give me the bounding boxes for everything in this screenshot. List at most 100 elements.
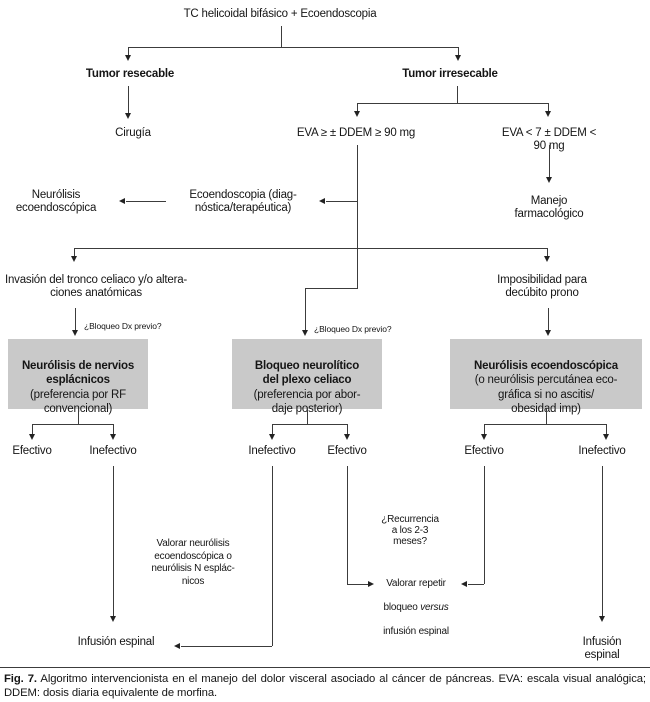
line-to-invasion: [74, 248, 75, 257]
node-eva-baja: EVA < 7 ± DDEM < 90 mg: [501, 127, 597, 152]
arrow-to-neurolisis-eco: [119, 198, 125, 204]
caption-divider: [0, 667, 650, 668]
figure-caption-label: Fig. 7.: [4, 673, 37, 685]
box-neurolisis-esplacnicos: Neurólisis de nervios esplácnicos(prefer…: [8, 339, 148, 415]
line-box2-split: [272, 424, 347, 425]
outcome-inefectivo-1: Inefectivo: [89, 445, 137, 457]
line-to-neurolisis-eco: [126, 201, 166, 202]
line-box1-stem: [78, 409, 79, 424]
line-inefectivo1-down: [113, 466, 114, 617]
arrow-to-infusion-der: [599, 616, 605, 622]
arrow-box1-right: [110, 434, 116, 440]
line-box3-left: [484, 424, 485, 435]
note-line: bloqueo versus: [383, 602, 449, 614]
node-tumor-irresecable: Tumor irresecable: [402, 68, 498, 80]
outcome-inefectivo-2: Inefectivo: [248, 445, 296, 457]
line-to-box-esplacnicos: [75, 308, 76, 331]
arrow-to-eva-alta: [354, 111, 360, 117]
arrow-efectivo2-to-valorar: [368, 581, 374, 587]
figure-caption: Fig. 7. Algoritmo intervencionista en el…: [4, 672, 646, 700]
box-title: Bloqueo neurolítico del plexo celiaco: [254, 359, 360, 387]
node-infusion-espinal-izq: Infusión espinal: [77, 636, 155, 648]
outcome-efectivo-1: Efectivo: [12, 445, 52, 457]
node-cirugia: Cirugía: [115, 127, 151, 139]
line-stem-jog: [305, 288, 358, 289]
node-neurolisis-ecoendoscopica: Neurólisis ecoendoscópica: [15, 189, 97, 214]
line-efectivo2-down: [347, 466, 348, 584]
arrow-to-eva-baja: [545, 111, 551, 117]
line-irresecable-stem: [457, 86, 458, 104]
node-eva-alta: EVA ≥ ± DDEM ≥ 90 mg: [296, 127, 416, 139]
arrow-box2-left: [269, 434, 275, 440]
line-to-ecoendoscopia: [326, 201, 357, 202]
arrow-to-invasion: [71, 256, 77, 262]
arrow-to-cirugia: [125, 113, 131, 119]
arrow-to-box-esplacnicos: [72, 330, 78, 336]
box-title: Neurólisis de nervios esplácnicos: [21, 359, 135, 387]
node-imposibilidad-decubito: Imposibilidad para decúbito prono: [497, 274, 587, 299]
outcome-inefectivo-3: Inefectivo: [578, 445, 626, 457]
line-to-imposibilidad: [547, 248, 548, 257]
node-infusion-espinal-der: Infusión espinal: [582, 636, 622, 661]
line-wide-split: [74, 248, 547, 249]
line-to-irresecable: [458, 47, 459, 56]
line-efectivo3-down: [484, 466, 485, 584]
node-ecoendoscopia: Ecoendoscopia (diag- nóstica/terapéutica…: [189, 189, 297, 214]
arrow-to-irresecable: [455, 55, 461, 61]
line-root-split: [128, 47, 458, 48]
figure-caption-text: Algoritmo intervencionista en el manejo …: [4, 673, 646, 699]
arrow-to-manejo: [546, 177, 552, 183]
note-valorar-repetir: Valorar repetir bloqueo versus infusión …: [383, 566, 449, 650]
line-box1-right: [113, 424, 114, 435]
box-neurolisis-ecoendoscopica: Neurólisis ecoendoscópica (o neurólisis p…: [450, 339, 642, 415]
arrow-to-imposibilidad: [544, 256, 550, 262]
line-box2-right: [347, 424, 348, 435]
line-to-cirugia: [128, 86, 129, 114]
arrow-to-ecoendoscopia: [319, 198, 325, 204]
line-to-box-eco: [548, 308, 549, 331]
arrow-box2-right: [344, 434, 350, 440]
line-to-box-plexo: [305, 288, 306, 331]
line-irresecable-split: [357, 103, 548, 104]
line-inefectivo3-down: [602, 466, 603, 617]
line-to-eva-baja: [548, 103, 549, 112]
note-recurrencia: ¿Recurrencia a los 2-3 meses?: [381, 514, 439, 547]
line-box1-left: [32, 424, 33, 435]
outcome-efectivo-2: Efectivo: [327, 445, 367, 457]
line-inefectivo2-down: [272, 466, 273, 646]
line-to-resecable: [128, 47, 129, 56]
line-box1-split: [32, 424, 113, 425]
label-bloqueo-dx-previo-1: ¿Bloqueo Dx previo?: [84, 321, 162, 331]
node-manejo-farmacologico: Manejo farmacológico: [514, 195, 584, 220]
box-subtitle: (o neurólisis percutánea eco- gráfica si…: [474, 374, 618, 415]
note-line-italic: versus: [420, 602, 449, 613]
note-valorar-neurolisis: Valorar neurólisis ecoendoscópica o neur…: [151, 538, 235, 587]
arrow-to-box-plexo: [302, 330, 308, 336]
node-root: TC helicoidal bifásico + Ecoendoscopia: [183, 8, 377, 20]
arrow-inefectivo2-to-infusion: [174, 643, 180, 649]
line-root-stem: [281, 26, 282, 47]
line-efectivo3-left: [468, 584, 484, 585]
line-box3-stem: [546, 409, 547, 424]
note-line: Valorar repetir: [386, 578, 446, 589]
arrow-box3-right: [603, 434, 609, 440]
line-box2-left: [272, 424, 273, 435]
line-box3-split: [484, 424, 606, 425]
arrow-box1-left: [29, 434, 35, 440]
arrow-to-resecable: [125, 55, 131, 61]
line-inefectivo2-left: [181, 646, 272, 647]
box-bloqueo-plexo-celiaco: Bloqueo neurolítico del plexo celiaco(pr…: [232, 339, 382, 415]
box-subtitle: (preferencia por abor- daje posterior): [253, 388, 361, 416]
label-bloqueo-dx-previo-2: ¿Bloqueo Dx previo?: [314, 324, 392, 334]
line-box3-right: [606, 424, 607, 435]
arrow-box3-left: [481, 434, 487, 440]
box-title: Neurólisis ecoendoscópica: [474, 359, 618, 372]
note-line: infusión espinal: [383, 626, 449, 637]
outcome-efectivo-3: Efectivo: [464, 445, 504, 457]
line-box2-stem: [307, 409, 308, 424]
arrow-to-infusion-izq: [110, 616, 116, 622]
note-line-normal: bloqueo: [383, 602, 421, 613]
node-invasion-tronco: Invasión del tronco celiaco y/o altera- …: [4, 274, 188, 299]
arrow-efectivo3-to-valorar: [461, 581, 467, 587]
